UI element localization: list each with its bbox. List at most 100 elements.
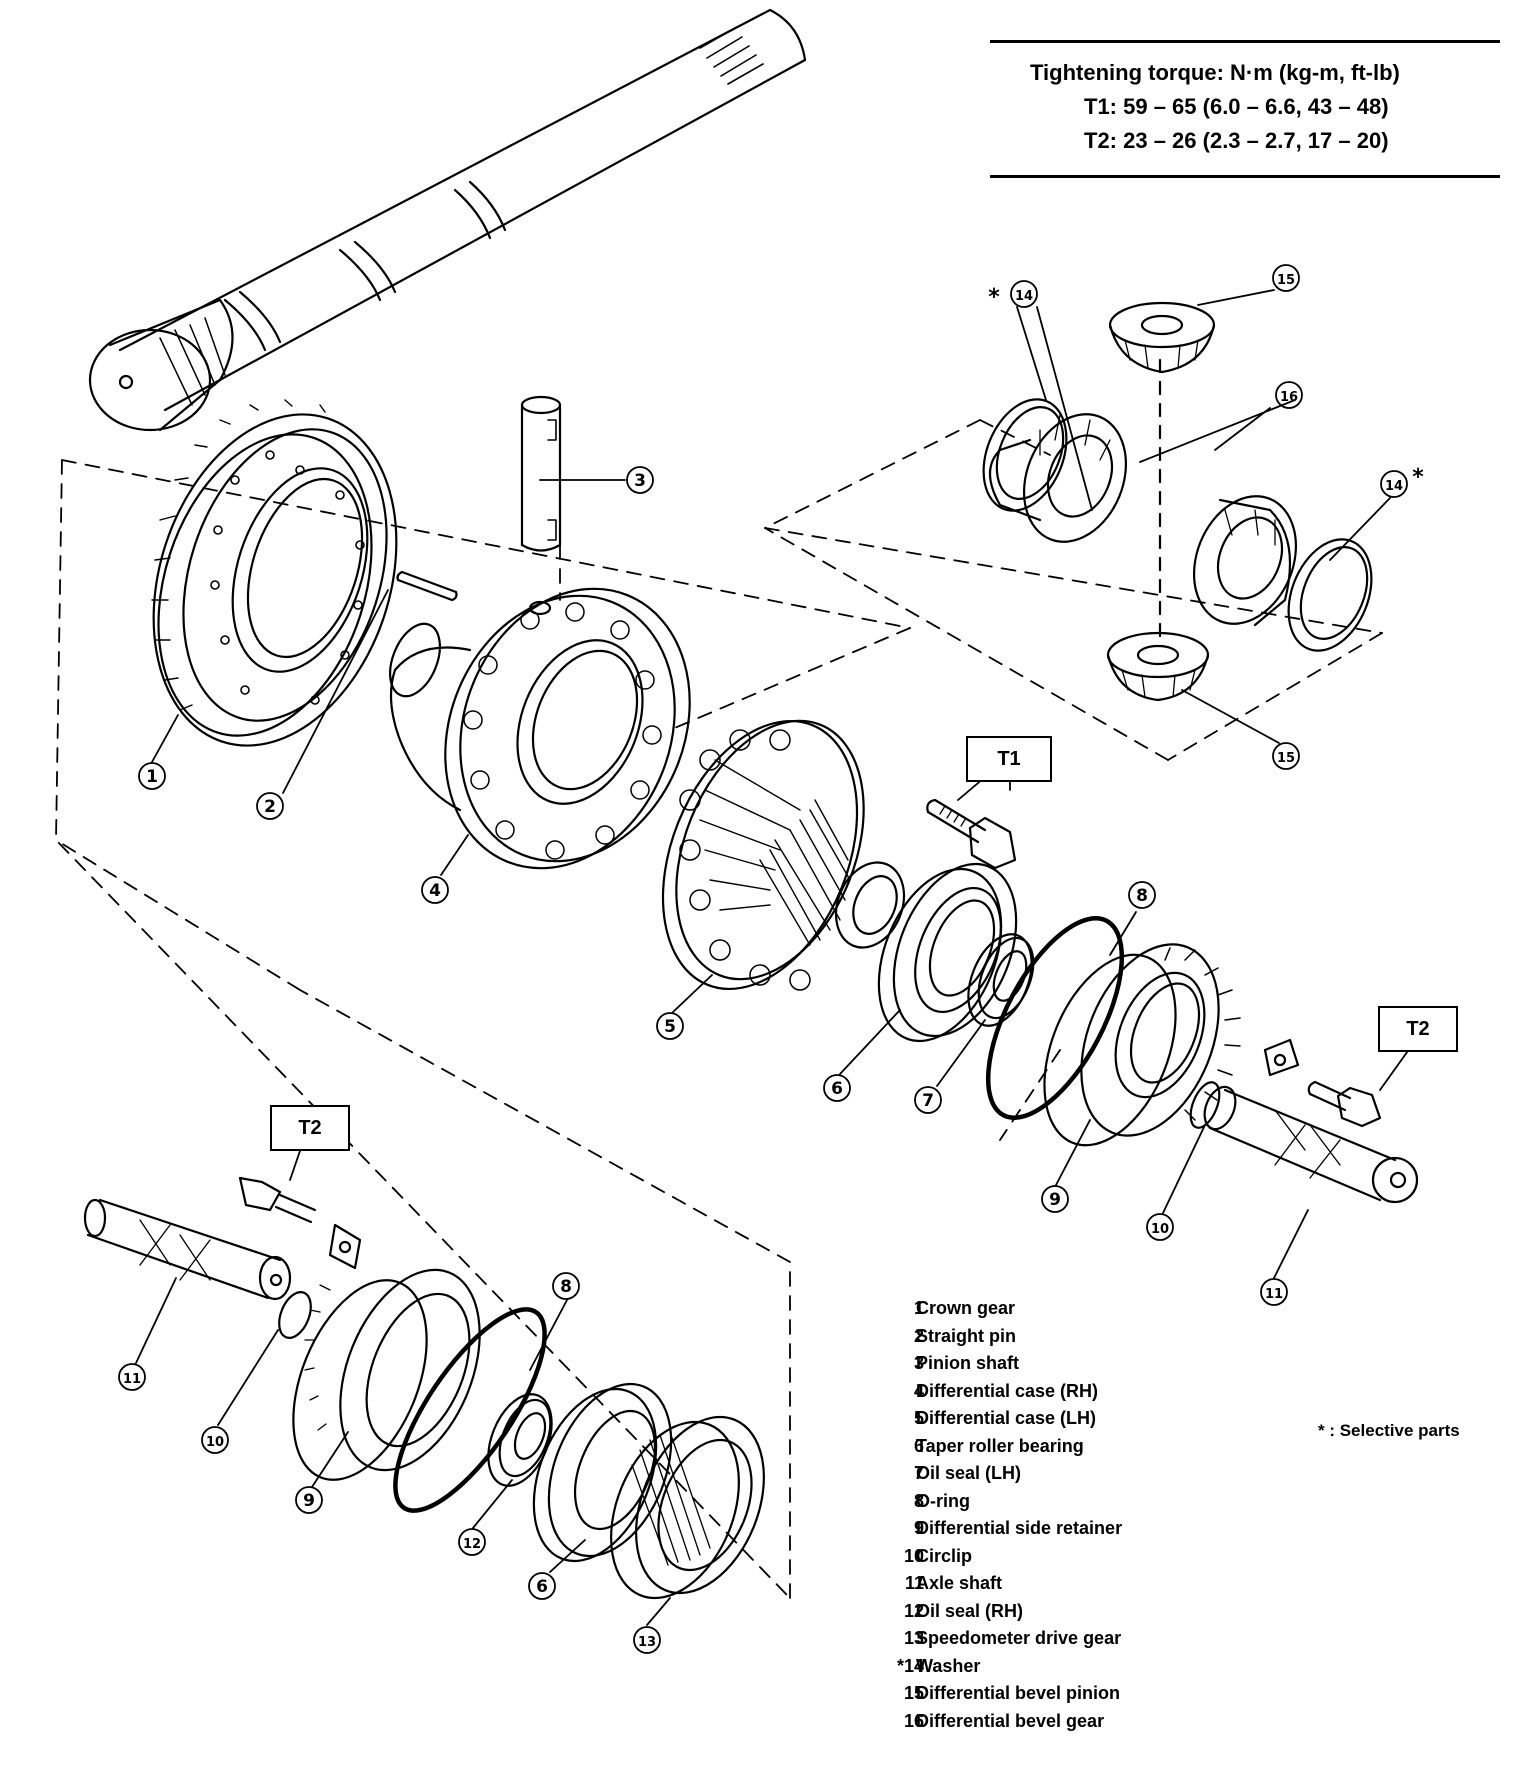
legend-num: 11	[904, 1573, 924, 1593]
axle-shaft-lower	[83, 1198, 292, 1301]
svg-text:2: 2	[264, 797, 276, 817]
legend-label: Oil seal (RH)	[916, 1600, 1024, 1621]
speedometer-drive-gear	[610, 1415, 765, 1600]
svg-text:11: 11	[123, 1372, 141, 1387]
legend-num: 1	[913, 1298, 924, 1318]
legend-num: 9	[913, 1518, 924, 1538]
lock-plate-lower	[328, 1223, 362, 1270]
leader-lines	[135, 289, 1411, 1626]
side-retainer-lower	[292, 1268, 481, 1481]
legend-num: 3	[913, 1353, 924, 1373]
selective-parts-note: * : Selective parts	[1318, 1421, 1460, 1440]
axle-shaft-upper	[1203, 1085, 1419, 1204]
taper-roller-bearing-upper	[877, 862, 1018, 1043]
legend-label: Circlip	[916, 1545, 973, 1566]
svg-text:9: 9	[1049, 1190, 1061, 1210]
drive-pinion-shaft	[88, 8, 807, 432]
svg-text:*: *	[988, 285, 1000, 310]
torque-spec-box: Tightening torque: N·m (kg-m, ft-lb) T1:…	[990, 40, 1500, 178]
svg-text:12: 12	[463, 1537, 481, 1552]
svg-text:15: 15	[1277, 751, 1295, 766]
legend-label: Washer	[916, 1655, 981, 1676]
t2-bolt-upper	[1307, 1080, 1382, 1128]
svg-text:13: 13	[638, 1635, 656, 1650]
legend-num: 16	[903, 1710, 924, 1731]
legend-label: Differential bevel gear	[916, 1710, 1105, 1731]
svg-text:7: 7	[922, 1091, 934, 1111]
legend-num: 7	[913, 1463, 924, 1483]
torque-rule-bottom	[990, 175, 1500, 178]
legend-label: Taper roller bearing	[916, 1435, 1084, 1456]
pinion-shaft	[520, 395, 562, 552]
legend-num: 2	[913, 1325, 924, 1346]
t1-bolt	[926, 798, 1017, 870]
torque-rule-top	[990, 40, 1500, 43]
legend-num: *14	[896, 1655, 924, 1676]
t2-tag-left: T2	[270, 1105, 350, 1151]
differential-case-lh	[661, 719, 906, 991]
legend-label: Straight pin	[916, 1325, 1016, 1346]
svg-text:8: 8	[560, 1277, 572, 1297]
legend-num: 13	[903, 1628, 924, 1648]
o-ring-upper	[985, 916, 1125, 1120]
bevel-pinion-bottom	[1106, 631, 1210, 702]
circlip-lower	[278, 1291, 312, 1339]
legend-label: O-ring	[916, 1490, 970, 1511]
svg-text:5: 5	[664, 1017, 676, 1037]
torque-title: Tightening torque: N·m (kg-m, ft-lb)	[1030, 60, 1400, 85]
svg-text:10: 10	[206, 1435, 224, 1450]
svg-text:14: 14	[1015, 289, 1033, 304]
legend-label: Differential bevel pinion	[916, 1683, 1121, 1703]
svg-text:4: 4	[429, 881, 441, 901]
washer-left	[982, 398, 1068, 512]
circlip-upper	[1189, 1081, 1221, 1129]
legend-label: Speedometer drive gear	[916, 1628, 1122, 1648]
lock-plate-upper	[1263, 1038, 1300, 1077]
taper-roller-bearing-lower	[532, 1382, 673, 1563]
svg-text:3: 3	[634, 471, 646, 491]
crown-gear	[151, 399, 398, 747]
svg-text:9: 9	[303, 1491, 315, 1511]
legend-label: Differential case (LH)	[916, 1408, 1097, 1428]
t1-tag: T1	[966, 736, 1052, 782]
legend-num: 5	[913, 1408, 924, 1428]
bevel-pinion-top	[1108, 301, 1216, 374]
svg-text:15: 15	[1277, 273, 1295, 288]
legend-num: 6	[913, 1435, 924, 1456]
t2-tag-right: T2	[1378, 1006, 1458, 1052]
svg-text:6: 6	[831, 1079, 843, 1099]
legend-label: Oil seal (LH)	[916, 1463, 1022, 1483]
svg-text:*: *	[1412, 465, 1424, 490]
washer-right	[1287, 538, 1373, 652]
svg-text:1: 1	[146, 767, 158, 787]
svg-text:14: 14	[1385, 479, 1403, 494]
bevel-gear-right	[1192, 495, 1298, 627]
legend-label: Pinion shaft	[916, 1353, 1019, 1373]
legend-num: 12	[903, 1600, 924, 1621]
svg-text:11: 11	[1265, 1287, 1283, 1302]
legend-label: Axle shaft	[916, 1573, 1003, 1593]
svg-text:10: 10	[1151, 1222, 1169, 1237]
callout-circles	[118, 264, 1408, 1654]
side-retainer-upper	[1043, 943, 1241, 1147]
legend-label: Differential case (RH)	[916, 1380, 1099, 1401]
callout-numbers: 1 2 3 4 5 6 7 8 9 10 11 14 16 14 15 15 1…	[123, 273, 1424, 1650]
svg-text:16: 16	[1280, 390, 1298, 405]
legend-num: 10	[903, 1545, 924, 1566]
legend-num: 8	[913, 1490, 924, 1511]
